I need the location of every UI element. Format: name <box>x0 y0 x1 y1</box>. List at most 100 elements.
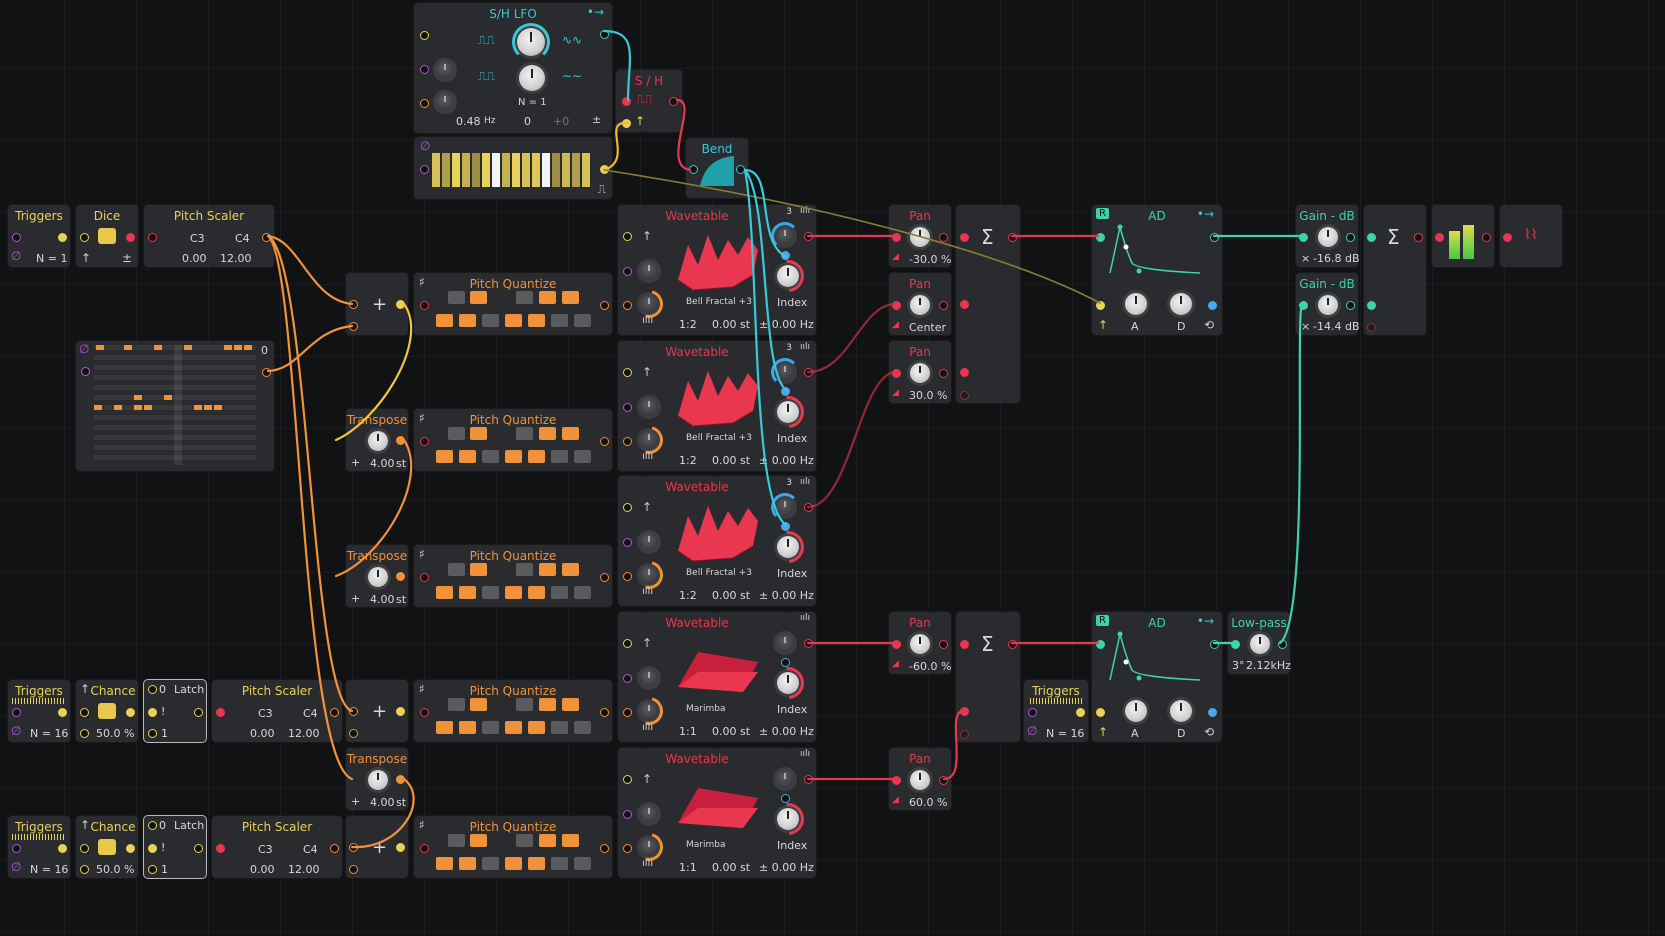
note-block[interactable] <box>204 405 212 410</box>
pitch-scaler-module[interactable]: Pitch Scaler C3 C4 0.00 12.00 <box>212 816 342 878</box>
output-port[interactable] <box>1414 233 1423 242</box>
input-port[interactable] <box>420 165 429 174</box>
fine-value[interactable]: 0.00 <box>712 861 737 874</box>
bipolar-icon[interactable]: ± <box>121 251 132 265</box>
key-button[interactable] <box>539 291 556 304</box>
index-knob[interactable] <box>777 672 799 694</box>
input-port[interactable] <box>148 708 157 717</box>
input-port-b[interactable] <box>349 322 358 331</box>
key-button[interactable] <box>505 721 522 734</box>
rate-value[interactable]: 0.48 <box>456 115 481 128</box>
step-bar[interactable] <box>502 153 510 187</box>
note-block[interactable] <box>134 395 142 400</box>
output-port[interactable] <box>262 233 271 242</box>
transpose-module[interactable]: Transpose + 4.00 st <box>346 748 408 810</box>
dice-icon[interactable] <box>98 839 116 855</box>
input-port[interactable] <box>420 844 429 853</box>
output-port[interactable] <box>600 165 609 174</box>
low-note[interactable]: C3 <box>258 843 273 856</box>
input-port[interactable] <box>1231 640 1240 649</box>
key-button[interactable] <box>574 721 591 734</box>
pitch-knob[interactable] <box>640 566 658 584</box>
output-port[interactable] <box>939 640 948 649</box>
output-port[interactable] <box>262 368 271 377</box>
key-button[interactable] <box>539 834 556 847</box>
seq-value[interactable]: 0 <box>261 344 268 357</box>
key-button[interactable] <box>516 291 533 304</box>
gain-module[interactable]: Gain - dB × -16.8 dB <box>1296 205 1360 267</box>
key-button[interactable] <box>516 834 533 847</box>
dice-module[interactable]: Dice ↑ ± <box>76 205 138 267</box>
output-port[interactable] <box>396 843 405 852</box>
ad-envelope-module[interactable]: R AD •→ A D ↑ ⟲ <box>1092 612 1222 742</box>
input-port[interactable] <box>420 99 429 108</box>
key-button[interactable] <box>574 314 591 327</box>
pitch-input-port[interactable] <box>623 708 632 717</box>
loop-icon[interactable]: ⟲ <box>1203 318 1214 332</box>
pitch-knob[interactable] <box>640 431 658 449</box>
note-block[interactable] <box>94 405 102 410</box>
gain-knob[interactable] <box>1318 295 1338 315</box>
n-value[interactable]: N = 16 <box>1046 727 1085 740</box>
gain-value[interactable]: -16.8 dB <box>1313 252 1360 265</box>
note-block[interactable] <box>124 345 132 350</box>
patch-name[interactable]: Bell Fractal +3 <box>686 568 752 578</box>
note-block[interactable] <box>154 345 162 350</box>
input-port[interactable] <box>1096 233 1105 242</box>
index-knob[interactable] <box>777 265 799 287</box>
output-port[interactable] <box>600 844 609 853</box>
note-block[interactable] <box>224 345 232 350</box>
input-port[interactable] <box>623 503 632 512</box>
pan-module[interactable]: Pan ◢ Center <box>889 273 951 335</box>
output-port[interactable] <box>804 368 813 377</box>
output-port[interactable] <box>939 233 948 242</box>
input-port[interactable] <box>420 65 429 74</box>
chance-value[interactable]: 50.0 % <box>96 863 135 876</box>
step-bar[interactable] <box>512 153 520 187</box>
low-value[interactable]: 0.00 <box>250 863 275 876</box>
note-grid[interactable] <box>94 345 256 465</box>
input-port[interactable] <box>623 403 632 412</box>
attack-knob[interactable] <box>1125 700 1147 722</box>
fine-value[interactable]: 0.00 <box>712 589 737 602</box>
reset-port[interactable] <box>148 821 157 830</box>
key-button[interactable] <box>516 698 533 711</box>
output-port[interactable] <box>1346 233 1355 242</box>
key-button[interactable] <box>482 314 499 327</box>
decay-knob[interactable] <box>1170 293 1192 315</box>
step-bar[interactable] <box>472 153 480 187</box>
key-button[interactable] <box>470 427 487 440</box>
input-port[interactable] <box>216 708 225 717</box>
note-block[interactable] <box>184 345 192 350</box>
wavetable-display[interactable] <box>673 225 763 300</box>
step-bar[interactable] <box>582 153 590 187</box>
output-port[interactable] <box>1482 233 1491 242</box>
lowpass-module[interactable]: Low-pass 3° 2.12kHz <box>1228 612 1291 674</box>
input-port[interactable] <box>892 369 901 378</box>
output-port[interactable] <box>1210 233 1219 242</box>
pan-knob[interactable] <box>910 770 930 790</box>
input-port[interactable] <box>12 844 21 853</box>
input-port[interactable] <box>420 301 429 310</box>
patch-name[interactable]: Bell Fractal +3 <box>686 433 752 443</box>
input-port-b[interactable] <box>349 729 358 738</box>
key-button[interactable] <box>562 563 579 576</box>
retrigger-badge[interactable]: R <box>1096 615 1109 626</box>
mod-knob[interactable] <box>640 533 658 551</box>
output-port[interactable] <box>330 708 339 717</box>
transpose-module[interactable]: Transpose + 4.00 st <box>346 409 408 471</box>
input-port[interactable] <box>1367 233 1376 242</box>
output-port[interactable] <box>736 165 745 174</box>
wavetable-display[interactable] <box>673 768 763 843</box>
sum-mixer-module[interactable]: Σ <box>956 205 1020 403</box>
key-button[interactable] <box>562 698 579 711</box>
pan-value[interactable]: Center <box>909 321 947 334</box>
step-bar[interactable] <box>552 153 560 187</box>
reset-icon[interactable]: ∅ <box>1027 724 1038 738</box>
loop-icon[interactable]: ⟲ <box>1203 725 1214 739</box>
input-port[interactable] <box>148 233 157 242</box>
output-port[interactable] <box>600 708 609 717</box>
transpose-value[interactable]: 4.00 <box>370 593 395 606</box>
high-note[interactable]: C4 <box>303 843 318 856</box>
key-button[interactable] <box>528 857 545 870</box>
